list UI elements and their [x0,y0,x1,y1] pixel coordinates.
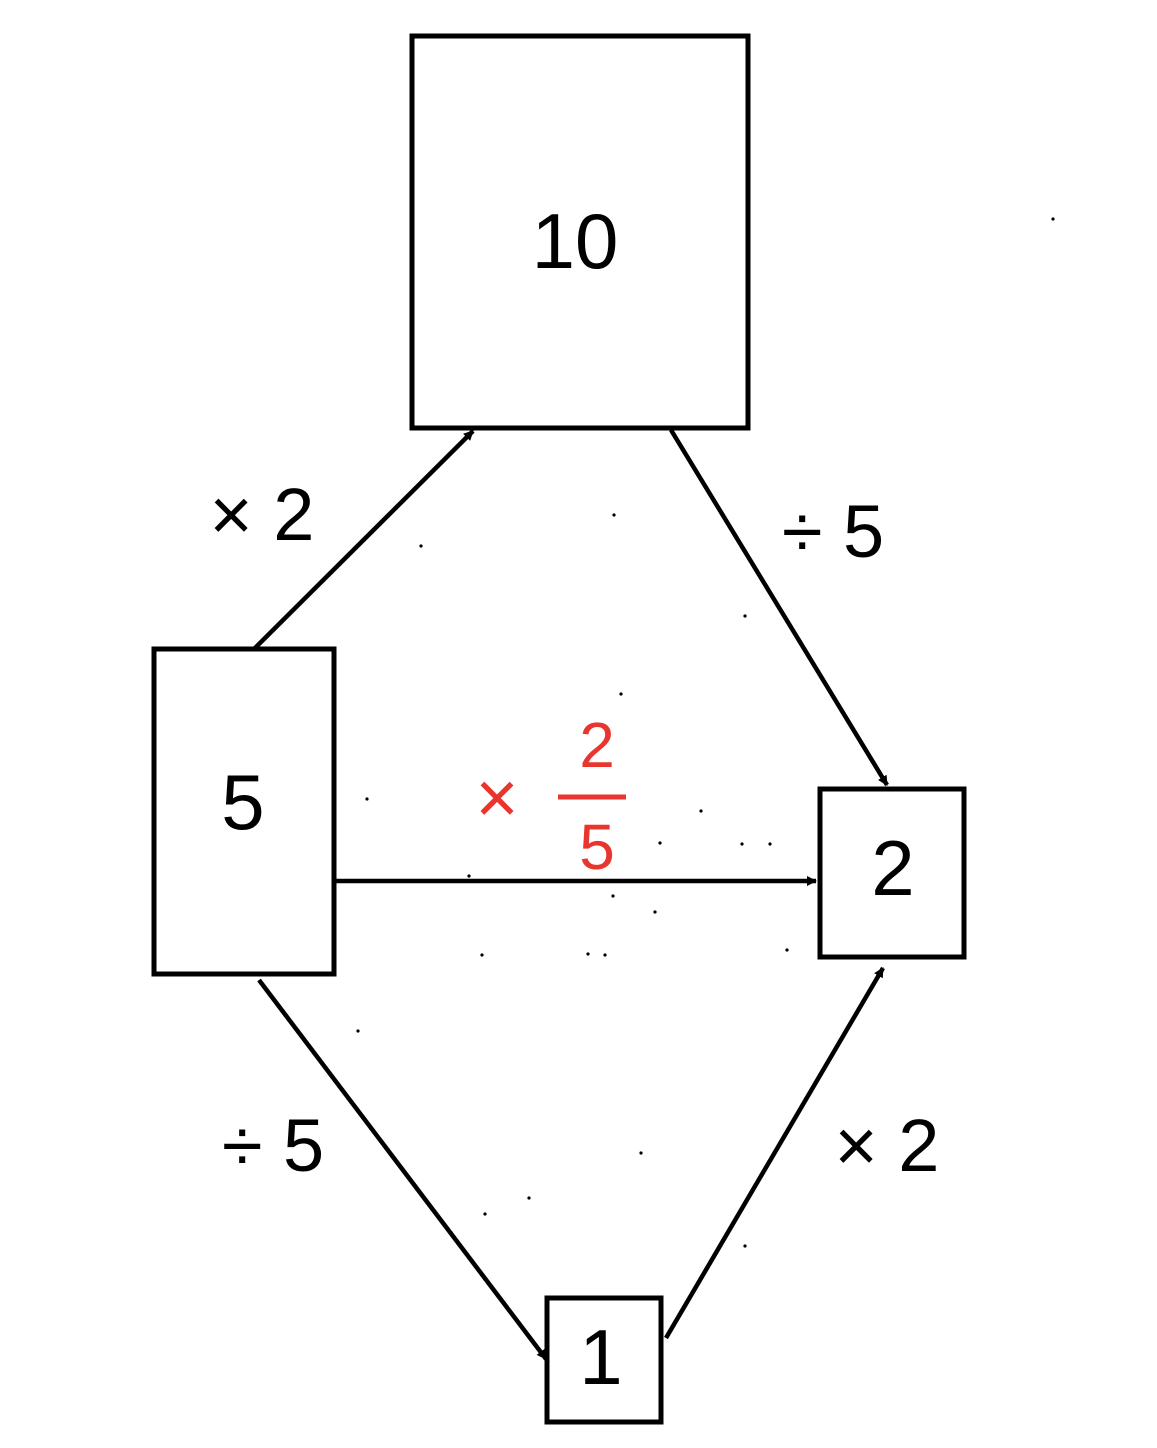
fraction-denominator: 5 [579,811,615,883]
node-2: 2 [817,786,967,960]
label-times-2-top: × 2 [210,473,315,556]
arrow-10-to-2 [669,428,889,787]
label-times-two-fifths: × 2 5 [475,709,626,883]
node-10: 10 [409,33,751,431]
fraction-numerator: 2 [579,709,615,781]
node-1: 1 [544,1295,664,1425]
label-times-2-bottom: × 2 [835,1104,940,1187]
node-1-label: 1 [579,1313,622,1401]
node-5-label: 5 [221,758,264,846]
times-sign: × [475,756,518,839]
arrow-5-to-1 [257,978,548,1361]
node-5: 5 [151,646,337,977]
label-divide-5-bottom: ÷ 5 [222,1104,324,1187]
arrow-1-to-2 [664,966,885,1340]
node-2-label: 2 [871,824,914,912]
arrow-5-to-10 [251,429,475,652]
node-10-label: 10 [532,197,619,285]
label-divide-5-top: ÷ 5 [782,490,884,573]
